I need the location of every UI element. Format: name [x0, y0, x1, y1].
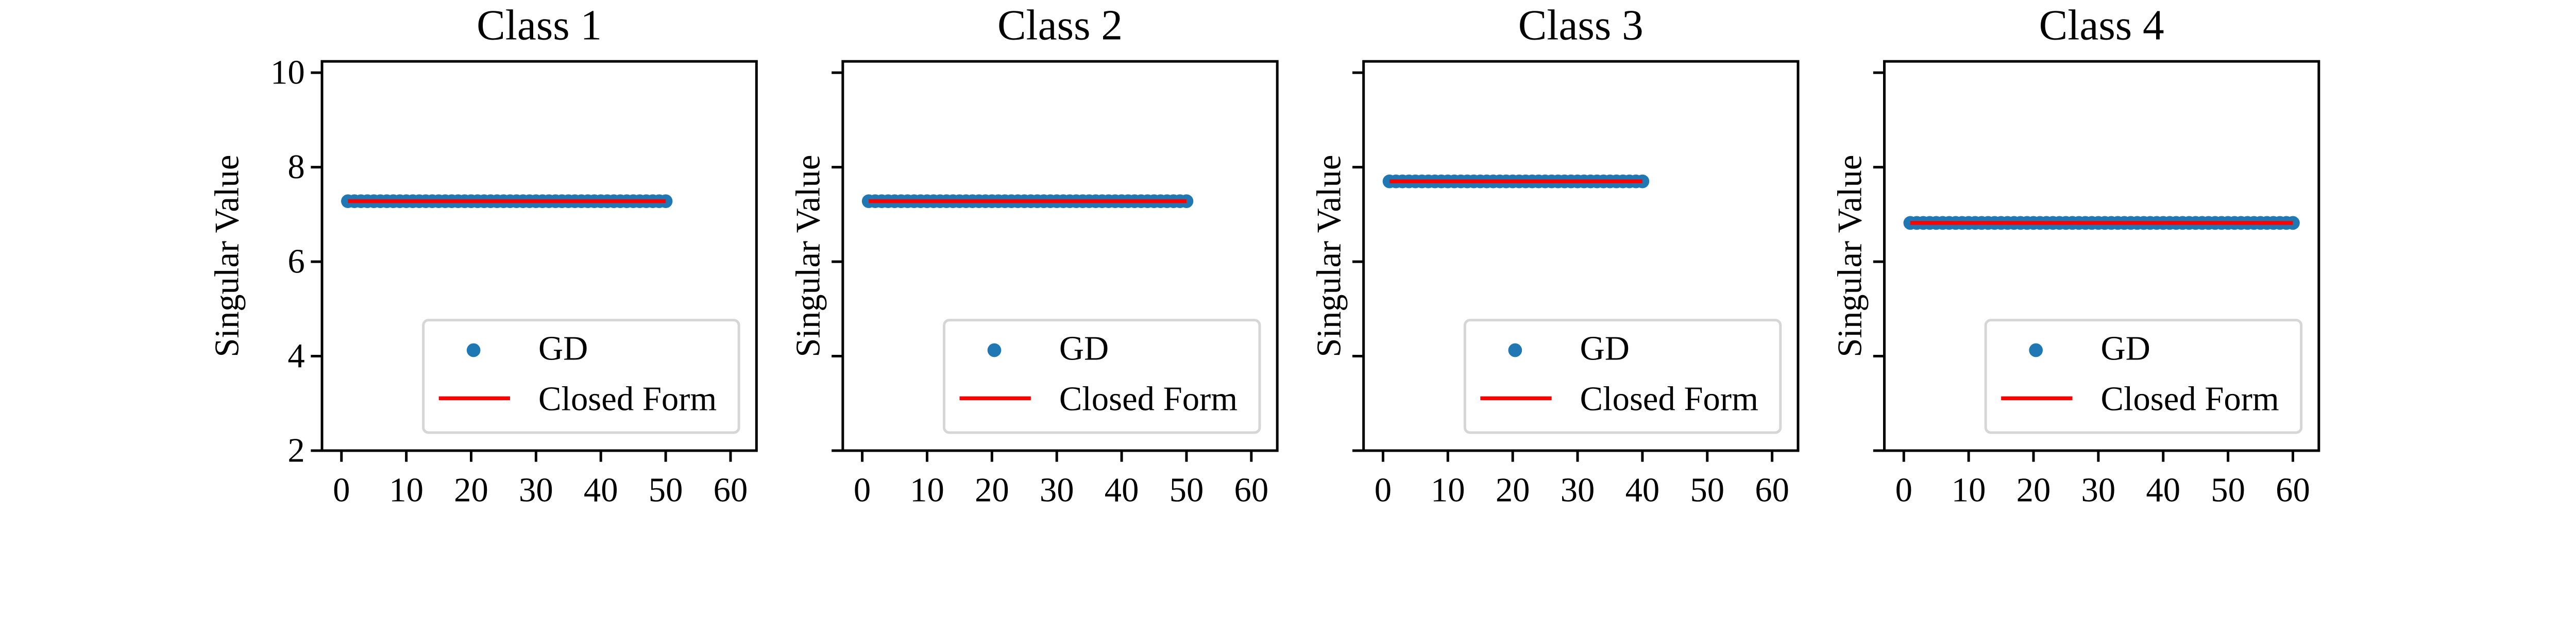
x-tick-label: 10 [389, 471, 423, 509]
x-tick-label: 10 [1952, 471, 1986, 509]
subplot-title: Class 1 [477, 2, 602, 49]
y-axis-label: Singular Value [790, 155, 827, 357]
x-tick-label: 0 [1375, 471, 1392, 509]
x-tick-label: 10 [910, 471, 944, 509]
legend-box [1463, 319, 1782, 434]
x-tick-label: 60 [1755, 471, 1789, 509]
x-tick-label: 20 [2016, 471, 2051, 509]
x-tick-label: 30 [1040, 471, 1074, 509]
y-axis-label: Singular Value [208, 155, 246, 357]
subplot-title: Class 2 [997, 2, 1123, 49]
legend-closed-form-label: Closed Form [538, 381, 717, 418]
x-tick-label: 0 [1895, 471, 1912, 509]
subplot-3: Class 3 Singular Value 0 10 20 30 40 50 60 GD Clos… [1311, 2, 1800, 509]
x-tick-label: 40 [1105, 471, 1139, 509]
y-tick-label: 6 [287, 243, 304, 281]
legend-gd-marker [987, 343, 1002, 357]
x-tick-label: 20 [454, 471, 488, 509]
x-tick-label: 40 [2146, 471, 2180, 509]
legend-closed-form-label: Closed Form [1580, 381, 1758, 418]
axes-frame [320, 60, 758, 452]
gd-points [861, 194, 1194, 209]
x-tick-label: 30 [519, 471, 553, 509]
legend-gd-label: GD [2101, 330, 2150, 367]
subplot-1: Class 1 Singular Value 0 10 20 30 40 50 60 2 4 6 8 10… [208, 2, 758, 509]
axes-frame [841, 60, 1279, 452]
y-tick-label: 4 [287, 337, 304, 375]
x-tick-label: 50 [2211, 471, 2245, 509]
x-tick-label: 50 [1170, 471, 1204, 509]
legend: GD Closed Form [1984, 319, 2303, 434]
x-tick-label: 20 [1496, 471, 1530, 509]
legend-closed-form-label: Closed Form [2101, 381, 2279, 418]
legend-gd-label: GD [538, 330, 588, 367]
y-tick-label: 10 [270, 54, 305, 92]
subplot-4: Class 4 Singular Value 0 10 20 30 40 50 60 GD Clos… [1831, 2, 2320, 509]
legend-box [1984, 319, 2303, 434]
subplot-2: Class 2 Singular Value 0 10 20 30 40 50 60 GD Clos… [790, 2, 1279, 509]
x-tick-label: 40 [584, 471, 618, 509]
legend-box [943, 319, 1261, 434]
x-tick-label: 50 [1690, 471, 1724, 509]
x-tick-label: 60 [2276, 471, 2310, 509]
x-tick-label: 30 [1561, 471, 1595, 509]
y-axis-label: Singular Value [1311, 155, 1348, 357]
subplot-title: Class 4 [2039, 2, 2164, 49]
legend: GD Closed Form [943, 319, 1261, 434]
x-tick-label: 40 [1625, 471, 1660, 509]
legend-gd-label: GD [1580, 330, 1630, 367]
x-tick-label: 10 [1431, 471, 1465, 509]
x-tick-label: 60 [1234, 471, 1268, 509]
x-tick-label: 30 [2081, 471, 2116, 509]
x-tick-label: 20 [975, 471, 1009, 509]
legend-gd-marker [1508, 343, 1522, 357]
x-tick-label: 60 [714, 471, 748, 509]
subplot-title: Class 3 [1518, 2, 1643, 49]
x-tick-label: 50 [649, 471, 683, 509]
y-tick-label: 8 [287, 148, 304, 186]
figure: Class 1 Singular Value 0 10 20 30 40 50 60 2 4 6 8 10… [208, 2, 2320, 509]
axes-frame [1362, 60, 1800, 452]
x-tick-label: 0 [333, 471, 350, 509]
legend-closed-form-label: Closed Form [1059, 381, 1238, 418]
legend: GD Closed Form [422, 319, 740, 434]
y-tick-label: 2 [287, 432, 304, 470]
legend-gd-marker [2029, 343, 2043, 357]
y-axis-label: Singular Value [1831, 155, 1869, 357]
legend: GD Closed Form [1463, 319, 1782, 434]
legend-gd-label: GD [1059, 330, 1109, 367]
legend-box [422, 319, 740, 434]
legend-gd-marker [466, 343, 481, 357]
gd-point [2286, 216, 2300, 230]
axes-frame [1883, 60, 2320, 452]
x-tick-label: 0 [854, 471, 871, 509]
